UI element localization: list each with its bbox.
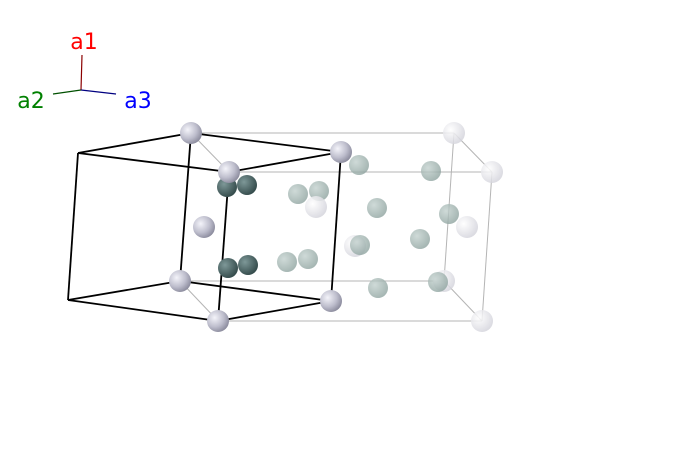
axis-a1-label: a1 [70, 30, 97, 55]
axis-a1-line [80, 54, 83, 91]
axis-a2-label: a2 [17, 89, 44, 114]
unit-cell-outline [67, 132, 342, 322]
axis-a3-label: a3 [124, 89, 151, 114]
axis-a3-line [80, 89, 117, 95]
axis-a2-line [52, 89, 82, 95]
atoms-dark-teal [217, 175, 258, 278]
atoms-light-teal [277, 155, 459, 298]
atoms-lavender [169, 122, 352, 332]
axis-indicator: a1 a2 a3 [17, 30, 151, 114]
atoms-light-teal-front [350, 235, 448, 292]
